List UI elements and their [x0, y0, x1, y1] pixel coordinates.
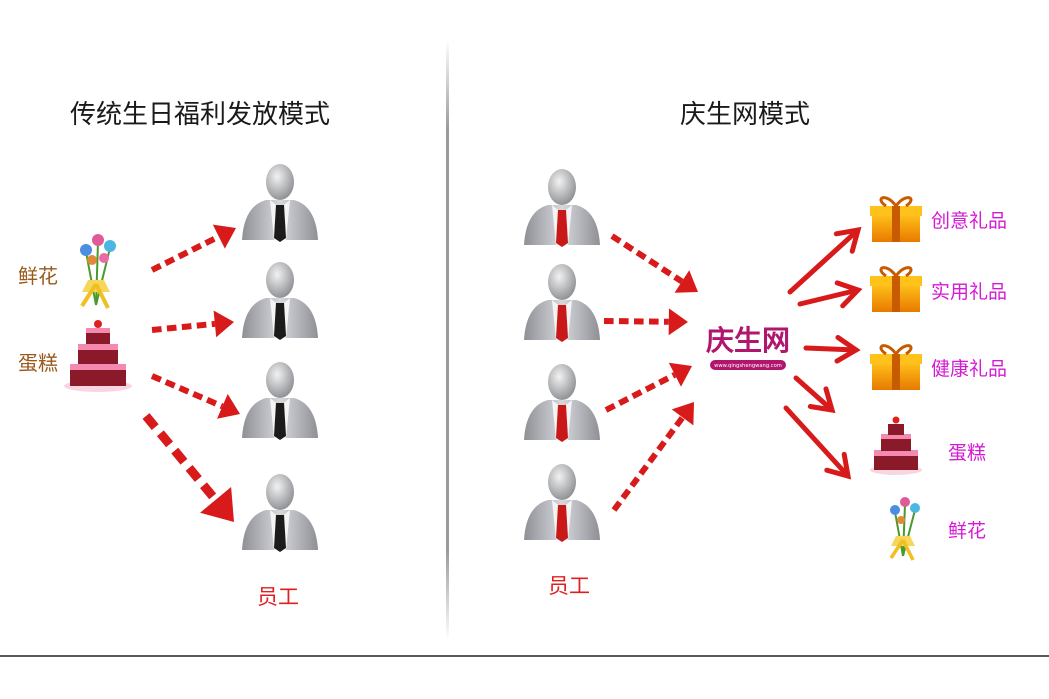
left-title: 传统生日福利发放模式	[70, 100, 330, 130]
gift-label-cake: 蛋糕	[948, 442, 986, 464]
flow-arrow	[604, 362, 692, 413]
flow-arrow	[603, 308, 688, 336]
employee-figure	[242, 474, 318, 552]
flow-arrow	[142, 413, 234, 522]
employee-figure	[242, 164, 318, 242]
employee-figure	[242, 362, 318, 440]
flow-arrow	[611, 402, 694, 512]
flow-arrow	[793, 375, 836, 414]
left-gift-label-flowers: 鲜花	[18, 264, 58, 288]
flow-arrow	[610, 233, 698, 293]
flow-arrows	[142, 224, 863, 522]
gift-label-health: 健康礼品	[931, 358, 1007, 380]
qingshengwang-logo: 庆生网 www.qingshengwang.com	[706, 324, 790, 370]
logo-text: 庆生网	[706, 324, 790, 357]
left-employee-label: 员工	[257, 585, 299, 609]
flow-arrow	[150, 373, 240, 419]
employee-figure	[524, 464, 600, 542]
employee-figure	[524, 264, 600, 342]
cake-icon	[64, 320, 132, 392]
gift-label-practical: 实用礼品	[931, 281, 1007, 303]
right-employee-label: 员工	[548, 574, 590, 598]
flow-arrow	[803, 334, 861, 364]
flow-arrow	[783, 405, 852, 480]
employee-figure	[524, 169, 600, 247]
flow-arrow	[150, 224, 236, 273]
gift-box-icon	[870, 344, 922, 390]
logo-url: www.qingshengwang.com	[714, 363, 782, 369]
gift-box-icon	[870, 196, 922, 242]
flow-arrow	[797, 280, 863, 309]
employee-figure	[242, 262, 318, 340]
bouquet-icon	[889, 497, 920, 561]
left-gift-label-cake: 蛋糕	[18, 351, 58, 375]
flow-arrow	[151, 310, 234, 338]
cake-icon	[870, 416, 922, 475]
bouquet-icon	[80, 234, 116, 309]
center-divider	[446, 40, 449, 640]
employee-figure	[524, 364, 600, 442]
flow-arrow	[787, 226, 862, 295]
employee-figures	[242, 164, 600, 552]
gift-label-flowers: 鲜花	[948, 520, 986, 542]
gift-label-creative: 创意礼品	[931, 210, 1007, 232]
right-title: 庆生网模式	[680, 100, 810, 130]
gift-box-icon	[870, 266, 922, 312]
